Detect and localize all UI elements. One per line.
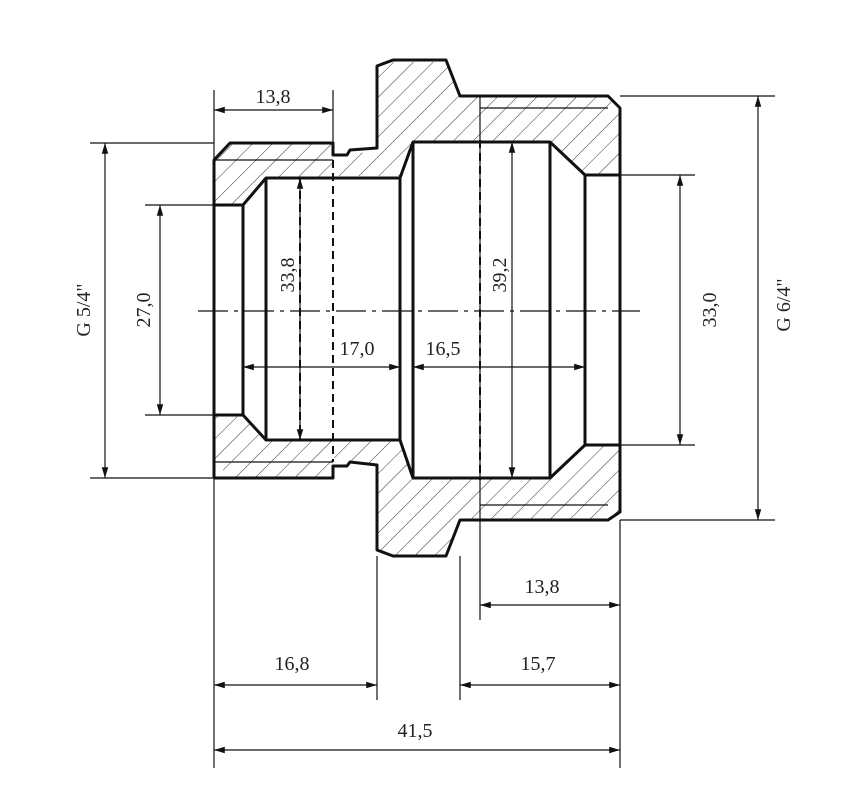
dim-left-bore: 27,0 — [133, 293, 155, 328]
dim-right-length: 15,7 — [521, 653, 556, 675]
dim-mid-left-len: 17,0 — [340, 338, 375, 360]
dim-bottom-thread-length: 13,8 — [525, 576, 560, 598]
dim-right-thread: G 6/4" — [773, 278, 795, 331]
extension-lines — [90, 90, 775, 768]
dim-left-inner: 33,8 — [277, 258, 299, 293]
dimension-lines — [101, 96, 762, 754]
hidden-lines — [299, 140, 481, 480]
dim-mid-right-len: 16,5 — [426, 338, 461, 360]
dim-right-inner: 39,2 — [489, 258, 511, 293]
dim-left-thread: G 5/4" — [73, 283, 95, 336]
part-outline — [212, 58, 622, 558]
section-hatching — [214, 62, 620, 555]
dim-left-length: 16,8 — [275, 653, 310, 675]
dim-total-length: 41,5 — [398, 720, 433, 742]
dimension-labels: 13,8 G 5/4" 27,0 33,8 17,0 16,5 39,2 33,… — [73, 86, 795, 742]
dim-right-bore: 33,0 — [699, 293, 721, 328]
dim-top-thread-length: 13,8 — [256, 86, 291, 108]
